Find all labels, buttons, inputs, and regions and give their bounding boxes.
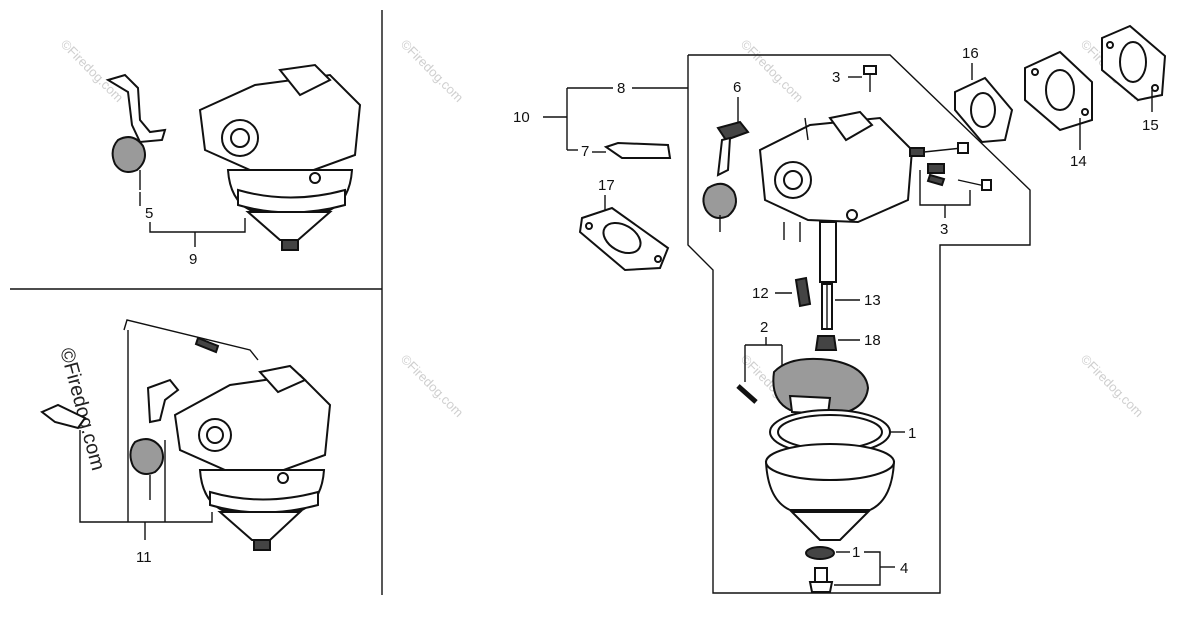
callout-3-top: 3 bbox=[832, 69, 840, 86]
callout-6: 6 bbox=[733, 79, 741, 96]
callout-5: 5 bbox=[145, 205, 153, 222]
callout-8: 8 bbox=[617, 80, 625, 97]
callout-9: 9 bbox=[189, 251, 197, 268]
watermark-3: ©Firedog.com bbox=[738, 37, 806, 105]
callout-1-washer: 1 bbox=[852, 544, 860, 561]
callout-15: 15 bbox=[1142, 117, 1159, 134]
callout-16: 16 bbox=[962, 45, 979, 62]
callout-2: 2 bbox=[760, 319, 768, 336]
callout-13: 13 bbox=[864, 292, 881, 309]
carburetor-assembly-bottom-left bbox=[40, 319, 332, 551]
part-13-nozzle bbox=[821, 283, 833, 330]
part-6-choke-lever bbox=[702, 120, 750, 232]
screws-3-right bbox=[909, 142, 992, 191]
part-18-jet bbox=[814, 335, 838, 351]
callout-4: 4 bbox=[900, 560, 908, 577]
callout-11: 11 bbox=[136, 549, 152, 566]
watermark-2: ©Firedog.com bbox=[398, 37, 466, 105]
part-16-gasket bbox=[954, 76, 1014, 144]
assembly-outline bbox=[687, 54, 1031, 594]
callout-7: 7 bbox=[581, 143, 589, 160]
callout-18: 18 bbox=[864, 332, 881, 349]
part-14-insulator bbox=[1024, 50, 1093, 132]
part-4-bolt bbox=[808, 567, 834, 593]
callout-10: 10 bbox=[513, 109, 530, 126]
part-17-gasket bbox=[578, 206, 670, 272]
carburetor-assembly-top-left bbox=[105, 63, 362, 251]
float-bowl bbox=[764, 443, 896, 541]
watermark-5: ©Firedog.com bbox=[398, 352, 466, 420]
watermark-7: ©Firedog.com bbox=[1078, 352, 1146, 420]
part-12-clip bbox=[794, 276, 812, 308]
watermark-1: ©Firedog.com bbox=[58, 37, 126, 105]
callout-14: 14 bbox=[1070, 153, 1087, 170]
screw-3-top bbox=[863, 65, 877, 92]
callout-17: 17 bbox=[598, 177, 615, 194]
callout-1-ring: 1 bbox=[908, 425, 916, 442]
part-1-bowl-gasket bbox=[769, 409, 891, 455]
callout-3-right: 3 bbox=[940, 221, 948, 238]
part-1-washer bbox=[805, 546, 835, 560]
carburetor-body bbox=[758, 110, 914, 283]
part-15-gasket bbox=[1101, 24, 1167, 102]
callout-12: 12 bbox=[752, 285, 769, 302]
part-7-lever bbox=[603, 141, 672, 159]
